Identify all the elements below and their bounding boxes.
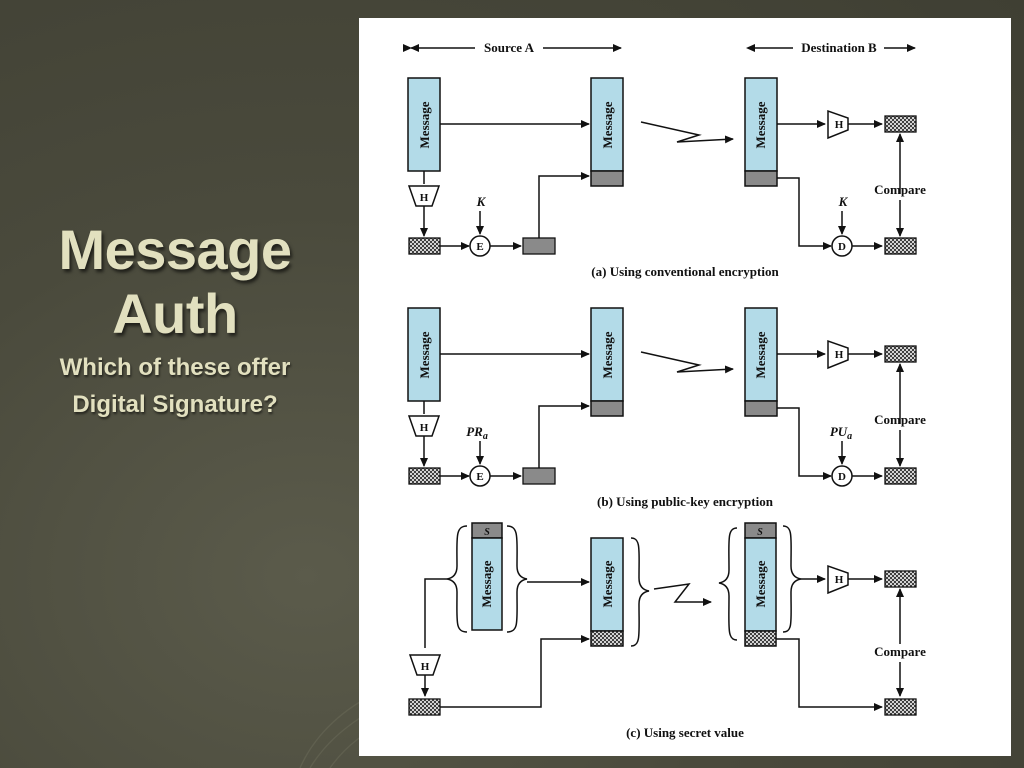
panel-a-source-message-label: Message: [417, 101, 432, 148]
panel-b-hash-value-source: [408, 467, 441, 485]
panel-c-dest-brace-right: [782, 525, 802, 633]
panel-a-dest-message-label: Message: [753, 101, 768, 148]
panel-b-dest-tag: [744, 400, 778, 417]
panel-a-hash-dest-label: H: [835, 119, 844, 131]
panel-c-dest-brace-left: [718, 527, 738, 641]
panel-a-hash-value-source: [408, 237, 441, 255]
panel-c-hash-dest: [827, 564, 849, 595]
panel-a-dest-message: [744, 77, 778, 172]
panel-a-compare-label: Compare: [874, 182, 926, 197]
destination-b-label: Destination B: [801, 40, 877, 55]
slide-title-block: Message Auth Which of these offer Digita…: [14, 218, 336, 420]
panel-b-hash-dest-label: H: [835, 349, 844, 361]
panel-a-hash-source: [407, 185, 441, 207]
diagram-panel: Source A Destination B Message H E K Mes…: [359, 18, 1011, 756]
panel-c-compare-label: Compare: [874, 644, 926, 659]
panel-c-source-secret-label: S: [484, 527, 490, 538]
panel-b-transmit: [640, 351, 734, 374]
panel-b-mid-tag: [590, 400, 624, 417]
source-a-label: Source A: [484, 40, 535, 55]
slide-subtitle-line-2: Digital Signature?: [72, 391, 278, 418]
panel-a-mid-message-label: Message: [600, 101, 615, 148]
panel-a-key-dec: K: [838, 194, 849, 209]
slide-title-line-2: Auth: [112, 282, 238, 345]
panel-a: Message H E K Message Message H: [407, 77, 926, 279]
panel-c-hash-source-label: H: [421, 661, 430, 673]
panel-b-key-dec: PUa: [830, 424, 852, 442]
panel-b-caption: (b) Using public-key encryption: [597, 494, 774, 509]
panel-a-hash-value-dest: [884, 115, 917, 133]
panel-c-mid-message-label: Message: [600, 560, 615, 607]
destination-b-header: Destination B: [746, 40, 916, 55]
panel-c-dest-message-label: Message: [753, 560, 768, 607]
panel-a-key-enc: K: [476, 194, 487, 209]
panel-a-decrypted-hash: [884, 237, 917, 255]
panel-b-key-enc: PRa: [466, 424, 488, 442]
message-auth-diagram: Source A Destination B Message H E K Mes…: [403, 40, 926, 740]
slide-subtitle-line-1: Which of these offer: [59, 354, 291, 381]
panel-c-transmit: [653, 582, 712, 606]
panel-b-hash-dest: [827, 339, 849, 370]
panel-a-encrypt-label: E: [476, 241, 483, 253]
panel-c: S Message H Message S Message H: [408, 522, 926, 740]
source-a-header: Source A: [403, 40, 622, 55]
panel-a-decrypt-label: D: [838, 241, 846, 253]
panel-a-dest-tag: [744, 170, 778, 187]
panel-c-source-message: [471, 537, 503, 631]
panel-a-transmit: [640, 121, 734, 144]
panel-c-caption: (c) Using secret value: [626, 725, 744, 740]
panel-b-source-message-label: Message: [417, 331, 432, 378]
panel-c-dest-hash: [744, 630, 777, 647]
panel-c-mid-brace: [630, 537, 650, 647]
panel-b-compare-label: Compare: [874, 412, 926, 427]
panel-b: Message H E PRa Message Message H Compar…: [407, 307, 926, 509]
panel-c-hash-source: [408, 654, 442, 676]
panel-b-decrypt-label: D: [838, 471, 846, 483]
panel-b-hash-source: [407, 415, 441, 437]
panel-c-hash-dest-label: H: [835, 574, 844, 586]
panel-a-hash-dest: [827, 109, 849, 140]
panel-c-hash-value-source: [408, 698, 441, 716]
panel-c-source-brace-left: [446, 525, 468, 633]
panel-b-hash-value-dest: [884, 345, 917, 363]
panel-b-dest-message-label: Message: [753, 331, 768, 378]
panel-c-source-brace-right: [506, 525, 528, 633]
panel-c-mid-hash: [590, 630, 624, 647]
panel-b-encrypt-label: E: [476, 471, 483, 483]
panel-a-hash-source-label: H: [420, 192, 429, 204]
panel-c-mid-message: [590, 537, 624, 632]
panel-c-hash-value-dest: [884, 570, 917, 588]
panel-a-mid-message: [590, 77, 624, 172]
panel-b-mid-message: [590, 307, 624, 402]
panel-b-mid-message-label: Message: [600, 331, 615, 378]
panel-b-hash-source-label: H: [420, 422, 429, 434]
panel-a-caption: (a) Using conventional encryption: [591, 264, 779, 279]
panel-b-encrypted-hash: [522, 467, 556, 485]
panel-c-received-hash: [884, 698, 917, 716]
panel-c-dest-secret-label: S: [757, 527, 763, 538]
panel-b-dest-message: [744, 307, 778, 402]
panel-b-decrypted-hash: [884, 467, 917, 485]
panel-c-source-message-label: Message: [479, 560, 494, 607]
panel-a-mid-tag: [590, 170, 624, 187]
panel-a-encrypted-hash: [522, 237, 556, 255]
slide-title-line-1: Message: [58, 218, 292, 281]
